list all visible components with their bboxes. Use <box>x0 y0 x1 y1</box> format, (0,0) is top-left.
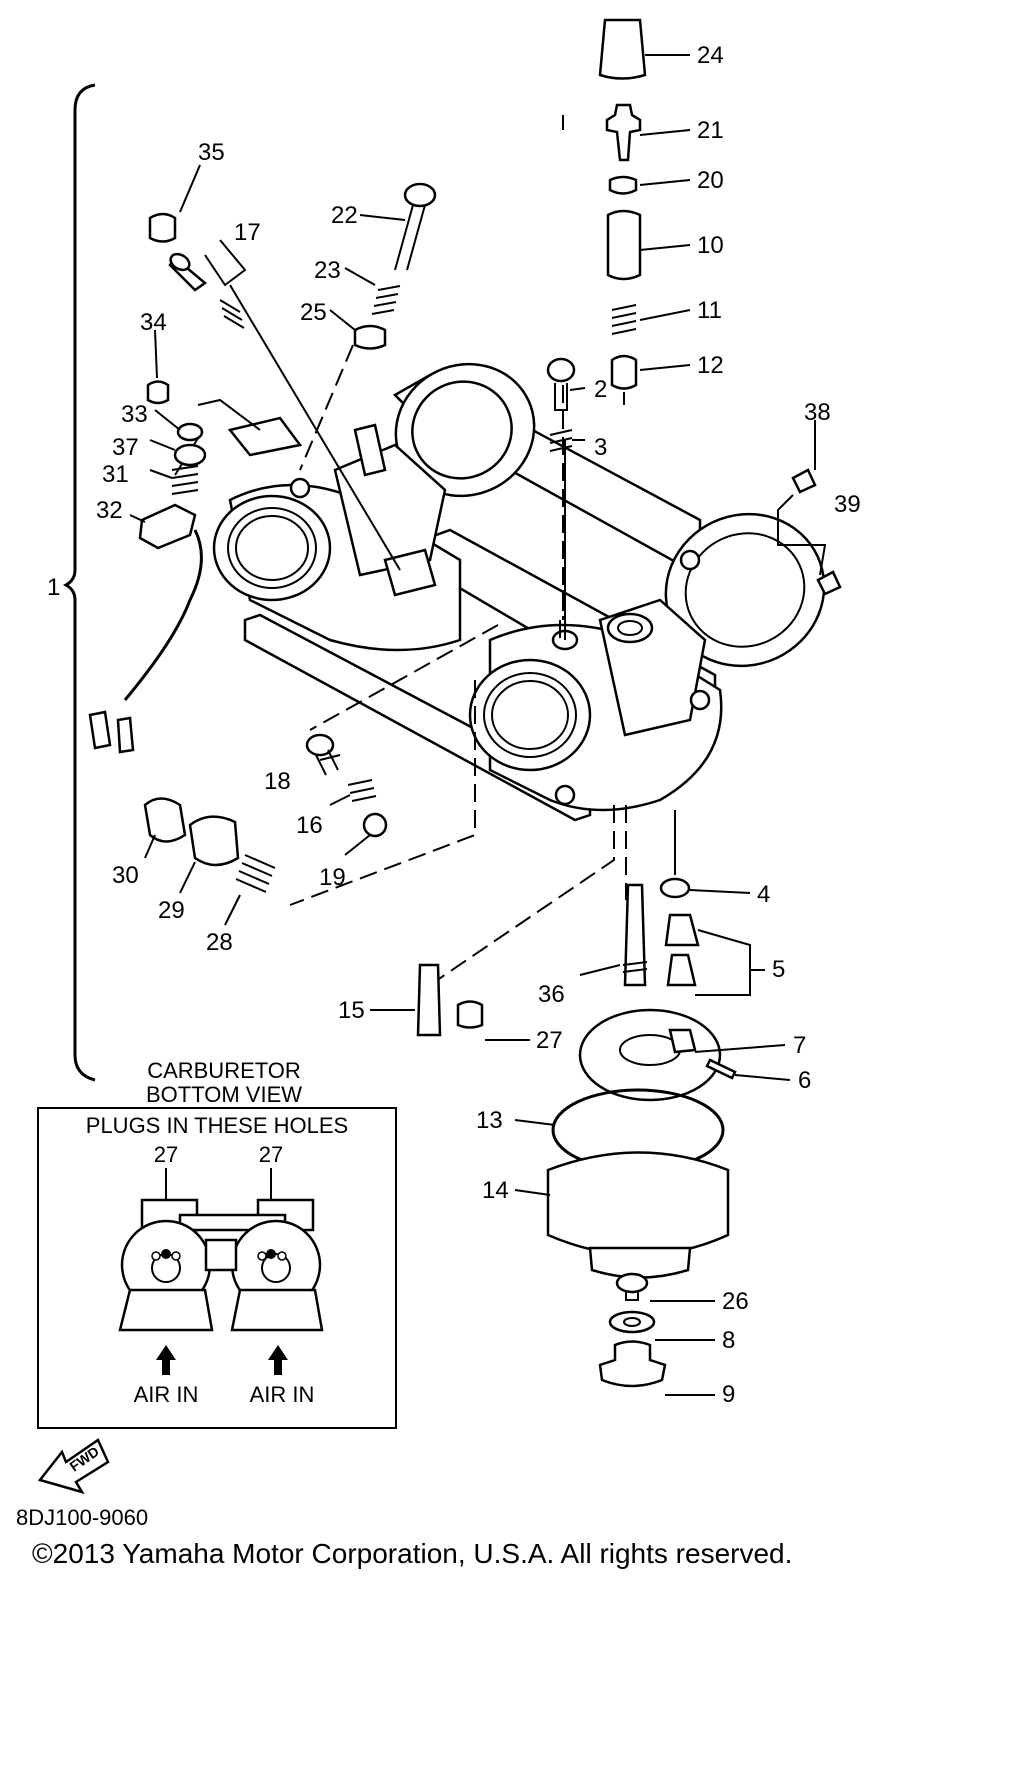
callout-38: 38 <box>804 399 831 426</box>
assembly-bracket <box>62 83 96 1082</box>
callout-28: 28 <box>206 929 233 956</box>
starter-plunger-stack <box>598 18 647 405</box>
callout-4: 4 <box>757 881 770 908</box>
carburetor-body <box>212 362 826 822</box>
callout-35: 35 <box>198 139 225 166</box>
callout-15: 15 <box>338 997 365 1024</box>
air-in-left-label: AIR IN <box>134 1382 199 1407</box>
throttle-stop-screw <box>546 357 576 452</box>
copyright-notice: ©2013 Yamaha Motor Corporation, U.S.A. A… <box>32 1538 793 1569</box>
callout-33: 33 <box>121 401 148 428</box>
callout-21: 21 <box>697 117 724 144</box>
callout-20: 20 <box>697 167 724 194</box>
callout-37: 37 <box>112 434 139 461</box>
callout-30: 30 <box>112 862 139 889</box>
callout-19: 19 <box>319 864 346 891</box>
callout-29: 29 <box>158 897 185 924</box>
callout-36: 36 <box>538 981 565 1008</box>
callout-32: 32 <box>96 497 123 524</box>
callout-6: 6 <box>798 1067 811 1094</box>
callout-16: 16 <box>296 812 323 839</box>
callout-10: 10 <box>697 232 724 259</box>
callout-8: 8 <box>722 1327 735 1354</box>
callout-31: 31 <box>102 461 129 488</box>
callout-23: 23 <box>314 257 341 284</box>
callout-3: 3 <box>594 434 607 461</box>
lower-right-parts <box>416 877 700 1037</box>
callout-39: 39 <box>834 491 861 518</box>
callout-2: 2 <box>594 376 607 403</box>
callout-12: 12 <box>697 352 724 379</box>
air-in-arrow-right-icon <box>268 1345 288 1375</box>
callout-25: 25 <box>300 299 327 326</box>
inset-heading-line2: BOTTOM VIEW <box>146 1082 302 1107</box>
callout-13: 13 <box>476 1107 503 1134</box>
forward-arrow-icon: FWD <box>37 1438 110 1495</box>
lower-left-parts <box>143 733 388 893</box>
callout-22: 22 <box>331 202 358 229</box>
air-in-arrow-left-icon <box>156 1345 176 1375</box>
callout-labels: 1 2 3 4 5 6 7 8 9 10 11 12 13 14 15 16 1… <box>47 42 861 1408</box>
inset-heading-line1: CARBURETOR <box>147 1058 301 1083</box>
float-bowl-assembly <box>546 1008 737 1279</box>
callout-7: 7 <box>793 1032 806 1059</box>
callout-27: 27 <box>536 1027 563 1054</box>
drain-parts <box>598 1272 667 1388</box>
callout-5: 5 <box>772 956 785 983</box>
bottom-view-inset: CARBURETOR BOTTOM VIEW PLUGS IN THESE HO… <box>37 1058 397 1429</box>
callout-9: 9 <box>722 1381 735 1408</box>
callout-1: 1 <box>47 574 60 601</box>
inset-left-ref: 27 <box>154 1142 178 1167</box>
callout-26: 26 <box>722 1288 749 1315</box>
callout-14: 14 <box>482 1177 509 1204</box>
callout-11: 11 <box>697 297 722 324</box>
side-plugs <box>777 468 842 596</box>
air-in-right-label: AIR IN <box>250 1382 315 1407</box>
inset-right-ref: 27 <box>259 1142 283 1167</box>
inset-frame <box>37 1107 397 1429</box>
callout-34: 34 <box>140 309 167 336</box>
assembly-lines <box>174 115 676 1030</box>
callout-18: 18 <box>264 768 291 795</box>
callout-24: 24 <box>697 42 724 69</box>
inset-box-title: PLUGS IN THESE HOLES <box>86 1113 348 1138</box>
callout-17: 17 <box>234 219 261 246</box>
callout-leaders <box>129 54 816 1396</box>
diagram-code: 8DJ100-9060 <box>16 1505 149 1530</box>
left-parts <box>88 182 437 754</box>
